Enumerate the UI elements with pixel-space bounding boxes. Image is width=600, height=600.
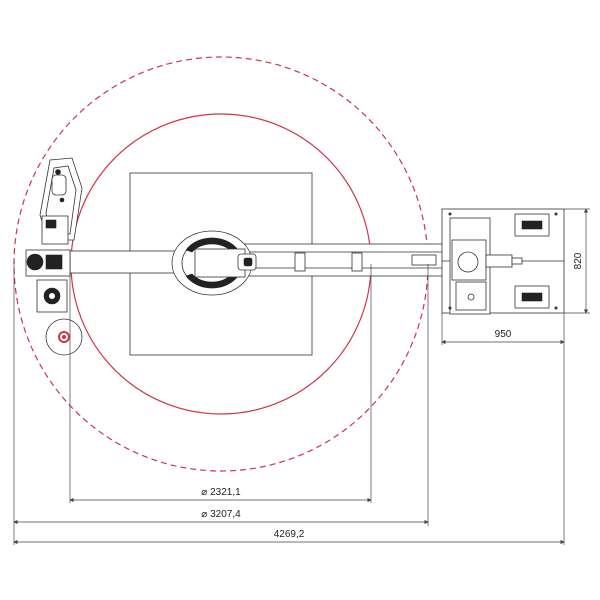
dimension-outer-diameter: ⌀ 3207,4 bbox=[13, 509, 429, 525]
horizontal-arm bbox=[69, 243, 449, 277]
base-height-label: 820 bbox=[573, 252, 584, 269]
outer-diameter-label: ⌀ 3207,4 bbox=[201, 509, 241, 520]
overall-width-label: 4269,2 bbox=[274, 529, 305, 540]
end-effector bbox=[25, 157, 83, 356]
tool-center-marker bbox=[58, 331, 70, 343]
extension-lines bbox=[13, 208, 590, 545]
dimension-base-width: 950 bbox=[441, 329, 565, 345]
base-width-label: 950 bbox=[495, 329, 512, 340]
dimension-overall-width: 4269,2 bbox=[13, 529, 565, 545]
dimension-base-height: 820 bbox=[573, 208, 589, 314]
dimension-inner-diameter: ⌀ 2321,1 bbox=[69, 487, 372, 503]
robot-base bbox=[441, 208, 565, 315]
central-joint bbox=[171, 230, 257, 296]
inner-diameter-label: ⌀ 2321,1 bbox=[201, 487, 241, 498]
